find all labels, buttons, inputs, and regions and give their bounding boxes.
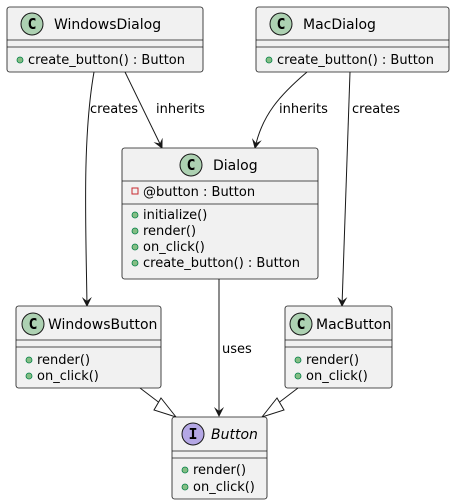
method: render() [193,463,246,478]
svg-text:C: C [296,315,305,333]
method: create_button() : Button [143,256,300,271]
private-field-icon [131,187,139,195]
class-badge-icon: C [179,153,203,177]
public-method-icon [294,356,302,364]
method: render() [37,353,90,368]
svg-text:C: C [28,315,37,333]
edge-label-inherits: inherits [279,102,328,117]
public-method-icon [181,466,189,474]
interface-button[interactable]: I Button render() on_click() [171,416,268,500]
edge-macbutton-realizes-button [260,387,299,418]
public-method-icon [294,372,302,380]
method: on_click() [143,240,205,255]
class-windowsbutton[interactable]: C WindowsButton render() on_click() [15,305,162,389]
svg-text:C: C [27,15,36,33]
class-name: Dialog [213,158,258,174]
edge-label-uses: uses [222,342,252,357]
class-badge-icon: C [289,312,313,336]
class-dialog[interactable]: C Dialog @button : Button initialize() r… [121,147,319,280]
public-method-icon [131,259,139,267]
field: @button : Button [143,185,255,200]
edge-label-creates: creates [90,102,138,117]
method: create_button() : Button [28,53,185,68]
class-macdialog[interactable]: C MacDialog create_button() : Button [255,6,450,73]
class-name: WindowsDialog [54,17,161,33]
edge-windowsdialog-inherits-dialog: inherits [124,71,205,149]
class-name: WindowsButton [48,317,157,333]
svg-text:C: C [276,15,285,33]
method: on_click() [37,369,99,384]
public-method-icon [265,56,273,64]
public-method-icon [16,56,24,64]
interface-name: Button [211,427,258,443]
method: on_click() [306,369,368,384]
method: render() [143,224,196,239]
public-method-icon [181,483,189,491]
edge-macdialog-creates-macbutton: creates [337,71,400,307]
realization-arrow-icon [260,397,285,418]
edge-macdialog-inherits-dialog: inherits [251,71,328,149]
interface-badge-icon: I [181,422,205,446]
class-badge-icon: C [269,12,293,36]
public-method-icon [25,356,33,364]
method: create_button() : Button [277,53,434,68]
public-method-icon [25,372,33,380]
class-badge-icon: C [21,312,45,336]
class-windowsdialog[interactable]: C WindowsDialog create_button() : Button [6,6,204,73]
class-badge-icon: C [20,12,44,36]
edge-dialog-uses-button: uses [214,279,252,417]
edge-label-creates: creates [352,102,400,117]
realization-arrow-icon [153,397,178,418]
public-method-icon [131,227,139,235]
method: initialize() [143,208,207,223]
public-method-icon [131,243,139,251]
svg-text:I: I [188,425,197,443]
method: on_click() [193,480,255,495]
svg-text:C: C [186,156,195,174]
method: render() [306,353,359,368]
class-name: MacButton [316,317,391,333]
public-method-icon [131,211,139,219]
edge-label-inherits: inherits [156,102,205,117]
class-name: MacDialog [303,17,376,33]
edge-windowsbutton-realizes-button [139,387,178,418]
edge-windowsdialog-creates-windowsbutton: creates [81,71,138,307]
class-macbutton[interactable]: C MacButton render() on_click() [284,305,393,389]
